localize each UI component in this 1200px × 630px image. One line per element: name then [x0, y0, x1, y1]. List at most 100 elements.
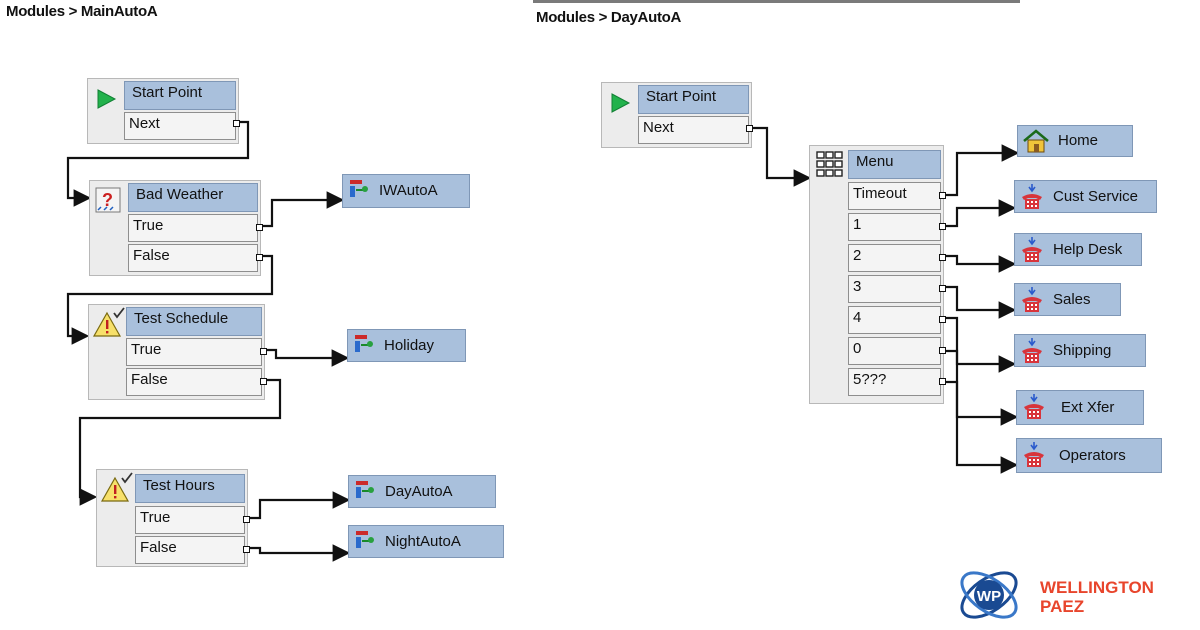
phone-transfer-icon	[1024, 394, 1044, 419]
module-label: Operators	[1059, 447, 1126, 464]
port-connector[interactable]	[939, 192, 946, 199]
test-hours-node[interactable]: Test Hours True False	[96, 469, 250, 567]
phone-transfer-icon	[1022, 287, 1042, 312]
port-connector[interactable]	[939, 285, 946, 292]
bad-weather-node[interactable]: ? Bad Weather True False	[89, 180, 263, 276]
module-shipping[interactable]: Shipping	[1014, 334, 1146, 367]
warning-check-icon	[92, 307, 125, 337]
port-1[interactable]: 1	[848, 213, 941, 241]
module-label: IWAutoA	[379, 182, 438, 199]
wire-hours-true	[246, 491, 351, 520]
wp-logo-mark: WP	[960, 571, 1018, 619]
wire-start-to-menu	[750, 126, 812, 187]
panel-divider	[533, 0, 1020, 3]
test-schedule-node[interactable]: Test Schedule True False	[88, 304, 267, 400]
svg-text:?: ?	[102, 190, 113, 210]
port-connector[interactable]	[233, 120, 240, 127]
wire-2-helpdesk	[942, 254, 1017, 273]
module-label: Ext Xfer	[1061, 399, 1115, 416]
port-connector[interactable]	[243, 546, 250, 553]
port-0[interactable]: 0	[848, 337, 941, 365]
port-connector[interactable]	[746, 125, 753, 132]
port-connector[interactable]	[256, 254, 263, 261]
module-ext-xfer[interactable]: Ext Xfer	[1016, 390, 1144, 425]
wire-5-operators	[942, 380, 1019, 474]
node-title: Start Point	[638, 85, 749, 114]
port-connector[interactable]	[243, 516, 250, 523]
port-connector[interactable]	[939, 347, 946, 354]
breadcrumb-right: Modules > DayAutoA	[536, 9, 682, 26]
phone-transfer-icon	[1024, 442, 1044, 467]
node-title: Bad Weather	[128, 183, 258, 212]
wire-start-to-badweather	[66, 120, 250, 207]
port-connector[interactable]	[260, 378, 267, 385]
wire-schedule-true	[263, 348, 350, 367]
module-label: Shipping	[1053, 342, 1112, 359]
module-label: Holiday	[384, 337, 435, 354]
port-4[interactable]: 4	[848, 306, 941, 334]
module-icon	[350, 180, 368, 197]
module-sales[interactable]: Sales	[1014, 283, 1121, 316]
logo-mark-text: WP	[977, 588, 1001, 605]
module-dayautoa[interactable]: DayAutoA	[348, 475, 496, 508]
module-label: NightAutoA	[385, 533, 461, 550]
wire-4-shipping	[942, 316, 1017, 373]
logo-line2: PAEZ	[1040, 597, 1085, 616]
play-icon	[97, 89, 117, 109]
module-label: Home	[1058, 132, 1099, 149]
module-cust-service[interactable]: Cust Service	[1014, 180, 1157, 213]
phone-transfer-icon	[1022, 184, 1042, 209]
module-home[interactable]: Home	[1017, 125, 1133, 157]
keypad-icon	[816, 151, 843, 177]
port-5[interactable]: 5???	[848, 368, 941, 396]
port-2[interactable]: 2	[848, 244, 941, 272]
wire-0-extxfer	[942, 349, 1019, 426]
port-connector[interactable]	[939, 223, 946, 230]
wire-hours-false	[246, 544, 351, 562]
port-connector[interactable]	[256, 224, 263, 231]
module-help-desk[interactable]: Help Desk	[1014, 233, 1142, 266]
port-connector[interactable]	[939, 316, 946, 323]
port-true[interactable]: True	[135, 506, 245, 534]
warning-check-icon	[100, 472, 133, 502]
wire-badweather-true	[259, 191, 345, 228]
port-timeout[interactable]: Timeout	[848, 182, 941, 210]
wire-schedule-false	[78, 378, 282, 506]
wire-badweather-false	[66, 254, 274, 345]
start-point-node[interactable]: Start Point Next	[87, 78, 240, 144]
module-nightautoa[interactable]: NightAutoA	[348, 525, 504, 558]
port-3[interactable]: 3	[848, 275, 941, 303]
home-icon	[1023, 129, 1049, 153]
port-connector[interactable]	[939, 378, 946, 385]
module-label: DayAutoA	[385, 483, 453, 500]
node-title: Test Hours	[135, 474, 245, 503]
port-false[interactable]: False	[128, 244, 258, 272]
port-true[interactable]: True	[126, 338, 262, 366]
logo-line1: WELLINGTON	[1040, 578, 1154, 597]
wire-3-sales	[942, 285, 1017, 319]
module-label: Cust Service	[1053, 188, 1139, 205]
play-icon	[611, 93, 631, 113]
menu-node[interactable]: Menu Timeout 1 2 3 4 0 5???	[809, 145, 946, 404]
port-true[interactable]: True	[128, 214, 258, 242]
module-holiday[interactable]: Holiday	[347, 329, 466, 362]
port-false[interactable]: False	[126, 368, 262, 396]
module-iwautoa[interactable]: IWAutoA	[342, 174, 470, 208]
module-label: Help Desk	[1053, 241, 1123, 258]
port-connector[interactable]	[939, 254, 946, 261]
port-connector[interactable]	[260, 348, 267, 355]
phone-transfer-icon	[1022, 237, 1042, 262]
start-point-node[interactable]: Start Point Next	[601, 82, 753, 148]
module-label: Sales	[1053, 291, 1091, 308]
node-title: Test Schedule	[126, 307, 262, 336]
module-icon	[356, 481, 374, 498]
weather-question-icon: ?	[95, 187, 121, 213]
port-next[interactable]: Next	[638, 116, 749, 144]
node-title: Start Point	[124, 81, 236, 110]
phone-transfer-icon	[1022, 338, 1042, 363]
port-false[interactable]: False	[135, 536, 245, 564]
port-next[interactable]: Next	[124, 112, 236, 140]
module-icon	[355, 335, 373, 352]
module-operators[interactable]: Operators	[1016, 438, 1162, 473]
